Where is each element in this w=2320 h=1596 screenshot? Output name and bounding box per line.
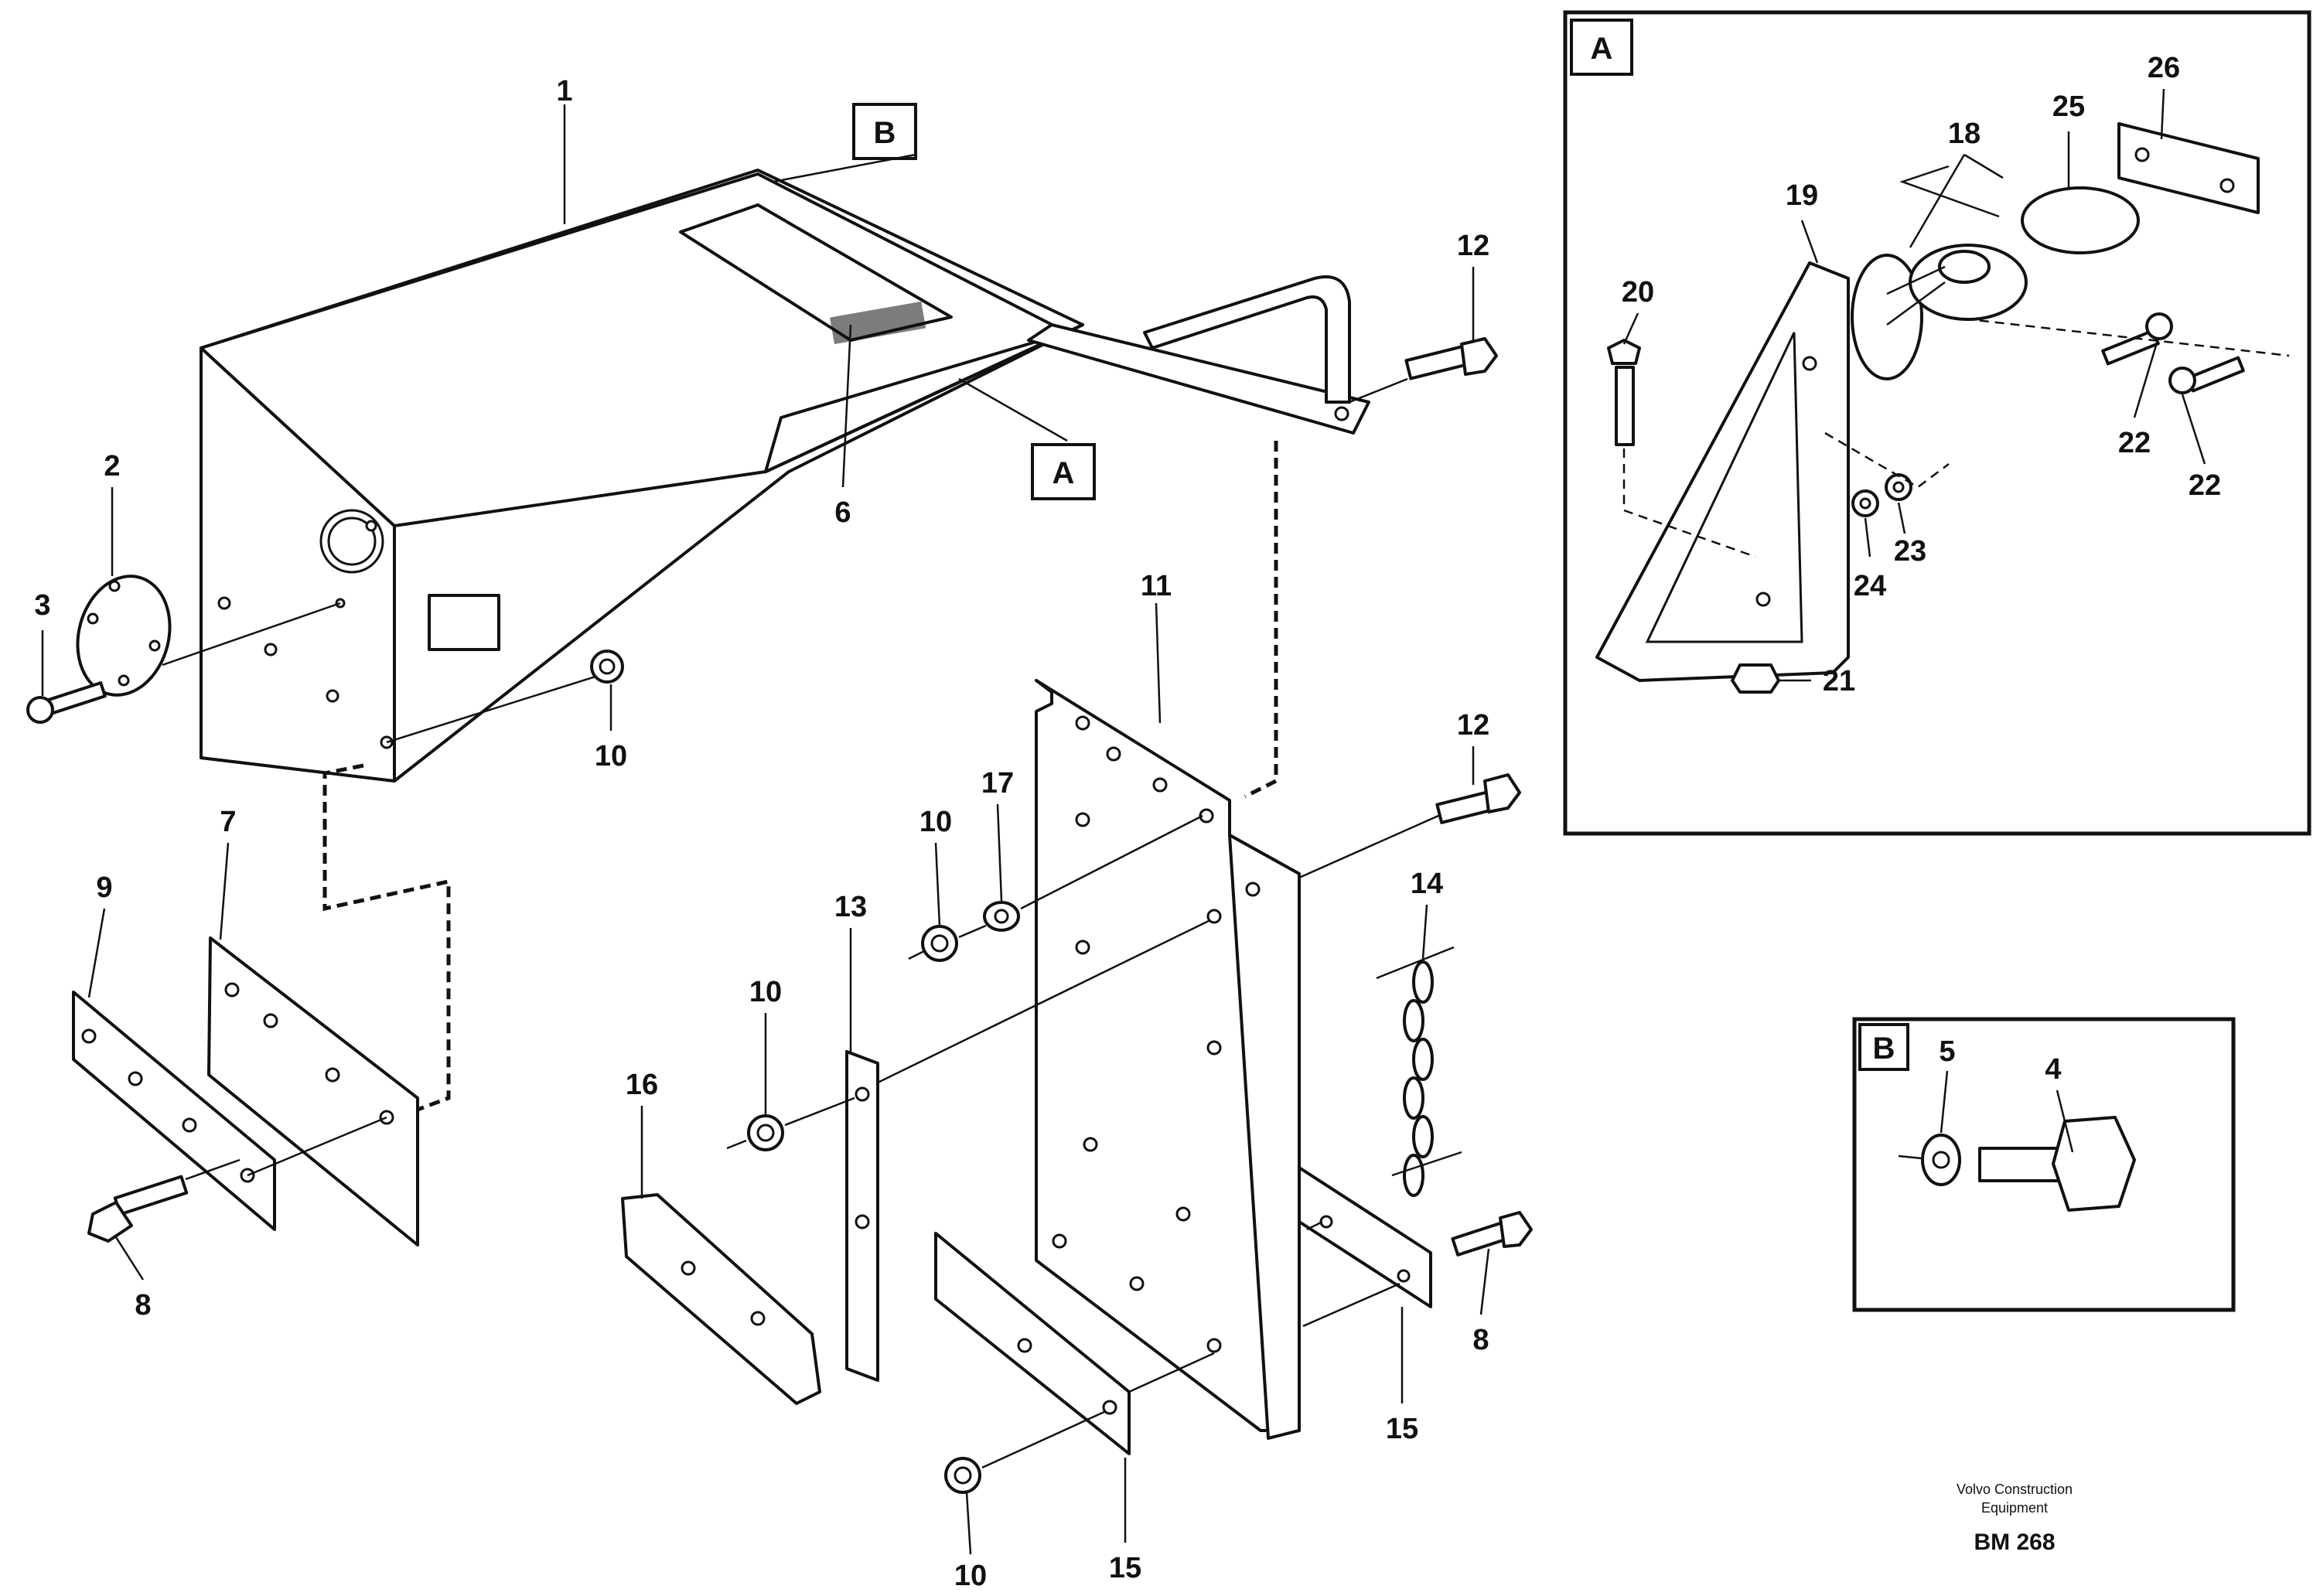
callout-23: 23 <box>1894 535 1926 568</box>
brand-line-1: Volvo Construction <box>1957 1482 2073 1497</box>
bolt-part-12-b <box>1298 773 1521 879</box>
callout-5: 5 <box>1939 1035 1955 1068</box>
callout-22-a: 22 <box>2118 427 2151 459</box>
nut-part-10-b <box>908 924 987 962</box>
callout-10-a: 10 <box>595 740 627 772</box>
chain-part-14 <box>1376 946 1462 1197</box>
strip-plate-part-9 <box>72 991 387 1231</box>
callout-16: 16 <box>626 1069 658 1101</box>
nut-part-10-c <box>726 1096 855 1151</box>
cover-plate-part-2 <box>76 575 341 697</box>
callout-10-b: 10 <box>919 806 952 838</box>
ref-b-label: B <box>874 116 896 150</box>
callout-9: 9 <box>96 871 112 904</box>
strip-plate-part-15-b <box>1298 1166 1432 1328</box>
callout-19: 19 <box>1786 179 1818 212</box>
callout-21: 21 <box>1823 665 1855 697</box>
callout-15-a: 15 <box>1109 1552 1141 1584</box>
nut-part-10-a <box>386 650 624 744</box>
callout-24: 24 <box>1854 570 1886 602</box>
bolt-part-12-a <box>1349 337 1498 404</box>
callout-10-c: 10 <box>749 976 782 1008</box>
callout-14: 14 <box>1411 868 1443 900</box>
callout-15-b: 15 <box>1386 1413 1418 1445</box>
callout-26: 26 <box>2148 52 2180 84</box>
callout-8-b: 8 <box>1472 1324 1489 1356</box>
callout-22-b: 22 <box>2189 469 2221 502</box>
strip-part-16 <box>621 1193 821 1405</box>
callout-3: 3 <box>34 589 50 622</box>
callout-12-a: 12 <box>1457 230 1489 262</box>
strip-plate-part-15-a <box>934 1232 1215 1455</box>
main-plate-part-11 <box>1035 679 1301 1440</box>
detail-b-label: B <box>1873 1032 1895 1066</box>
bolt-part-8-b <box>1451 1211 1533 1257</box>
brand-line-2: Equipment <box>1981 1500 2048 1516</box>
screw-part-3 <box>26 681 107 724</box>
detail-a-label: A <box>1591 32 1613 66</box>
callout-10-d: 10 <box>954 1560 987 1592</box>
callout-12-b: 12 <box>1457 709 1489 742</box>
washer-part-17 <box>983 814 1203 932</box>
callout-6: 6 <box>834 496 851 529</box>
callout-13: 13 <box>834 891 867 923</box>
callout-1: 1 <box>556 75 572 107</box>
bolt-part-8-a <box>87 1158 241 1243</box>
callout-18: 18 <box>1948 118 1981 150</box>
detail-b-box <box>1852 1017 2236 1312</box>
callout-20: 20 <box>1622 276 1654 309</box>
drawing-code: BM 268 <box>1974 1530 2055 1555</box>
leader-lines <box>41 88 2206 1555</box>
nut-part-10-d <box>944 1410 1107 1494</box>
callout-4: 4 <box>2045 1053 2061 1086</box>
callout-8-a: 8 <box>135 1289 151 1321</box>
detail-a-box <box>1563 10 2311 836</box>
housing-part-1 <box>200 169 1370 783</box>
strip-part-13 <box>845 919 1211 1382</box>
callout-7: 7 <box>220 806 236 838</box>
callout-11: 11 <box>1141 570 1172 602</box>
callout-2: 2 <box>104 450 120 483</box>
callout-25: 25 <box>2052 90 2085 123</box>
ref-a-label: A <box>1053 456 1075 490</box>
callout-17: 17 <box>981 767 1014 800</box>
